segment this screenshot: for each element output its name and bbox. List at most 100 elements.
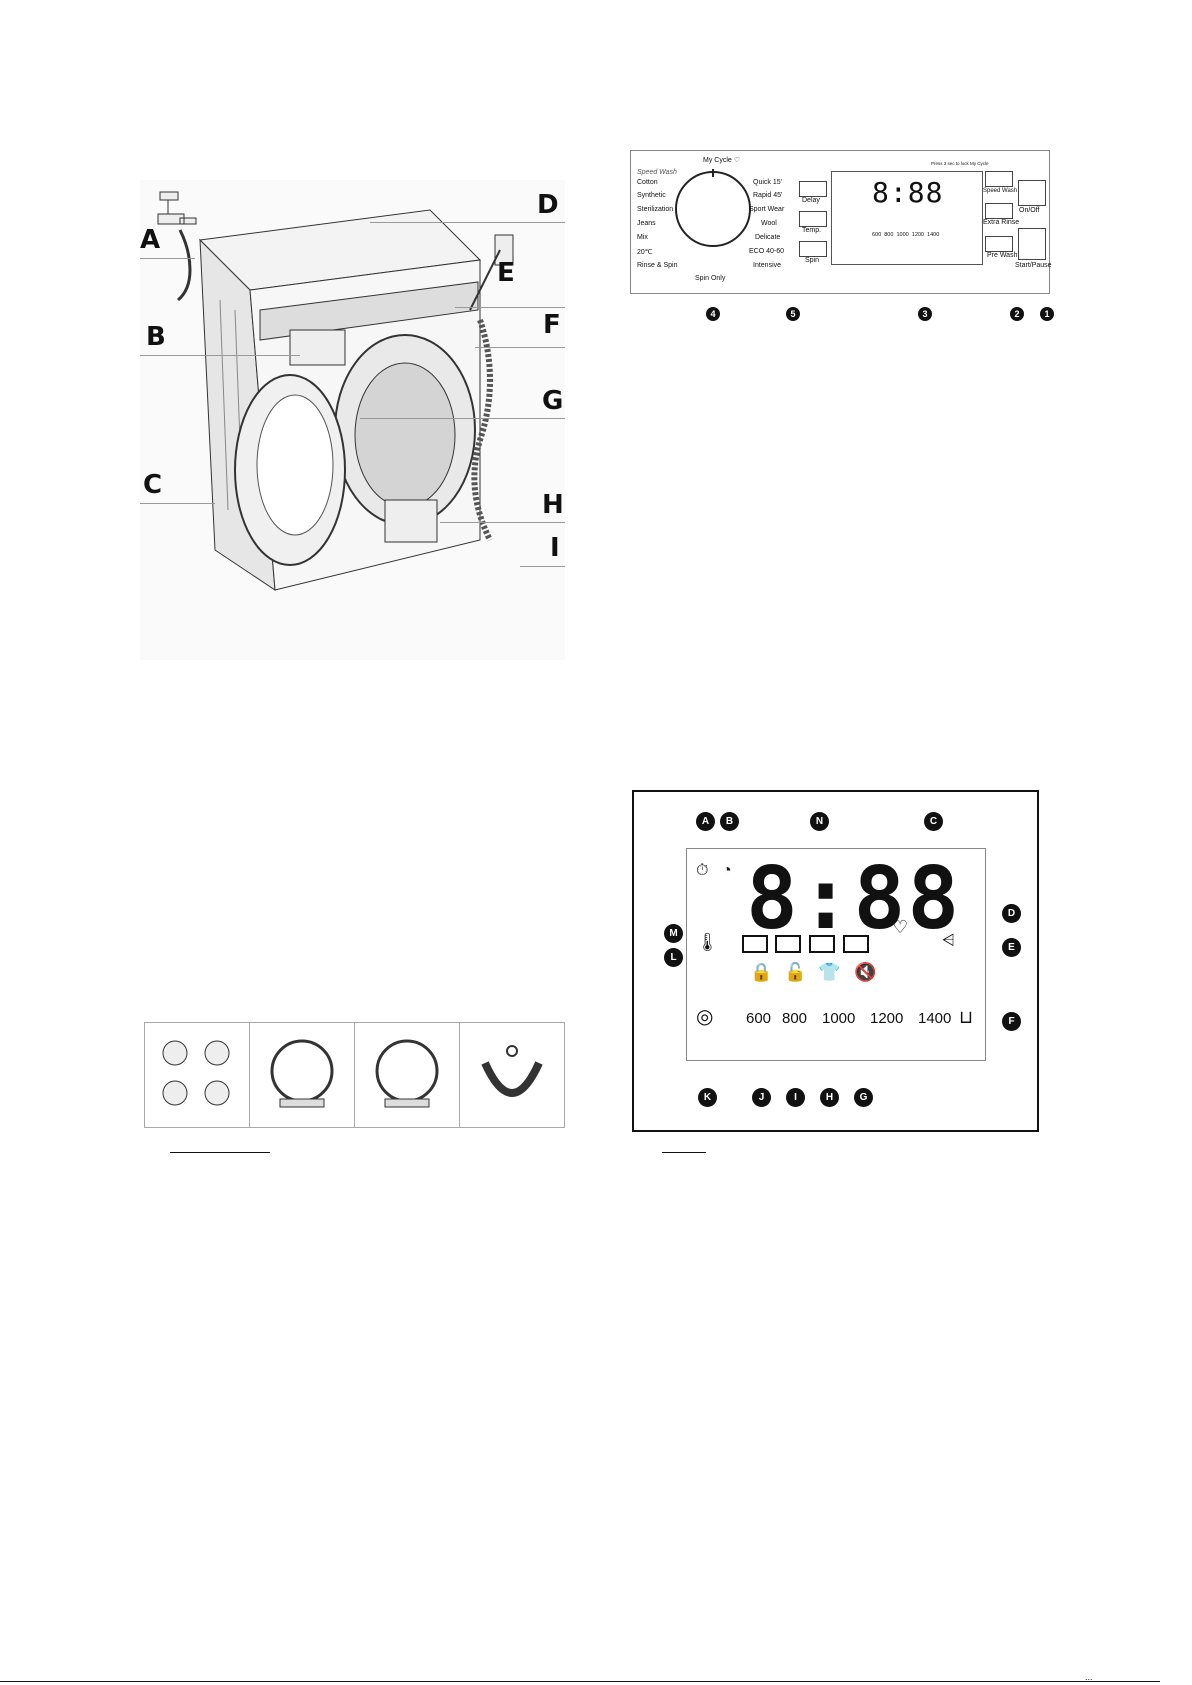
hose-coil-icon <box>270 1039 334 1108</box>
prewash-stage-icon <box>742 935 768 953</box>
extra-rinse-button[interactable] <box>985 203 1013 219</box>
delay-button[interactable] <box>799 181 827 197</box>
lcd-callout-c: C <box>924 812 943 831</box>
lcd-callout-n: N <box>810 812 829 831</box>
callout-b: B <box>146 322 166 352</box>
speed-wash-label: Speed Wash <box>637 169 677 176</box>
program-right-6: Intensive <box>753 262 782 269</box>
thermometer-icon: 🌡 <box>696 932 719 952</box>
callout-d: D <box>537 190 559 220</box>
speed-wash-button-label: Speed Wash ♡ <box>983 188 1025 194</box>
callout-e: E <box>497 258 515 288</box>
temp-button[interactable] <box>799 211 827 227</box>
callout-i: I <box>550 533 560 563</box>
wash-stage-icon <box>775 935 801 953</box>
lcd-callout-j: J <box>752 1088 771 1107</box>
lcd-speed-800: 800 <box>782 1010 808 1027</box>
leader-g <box>360 418 565 419</box>
dial-bottom-label: Spin Only <box>695 275 726 282</box>
program-right-4: Delicate <box>755 234 781 241</box>
panel-callout-2: 2 <box>1010 307 1024 321</box>
panel-display: 8:88 600 800 1000 1200 1400 <box>831 171 983 265</box>
program-left-3: Jeans <box>637 220 656 227</box>
program-right-0: Quick 15' <box>753 179 782 186</box>
rinse-stage-icon <box>809 935 835 953</box>
callout-g: G <box>542 386 564 416</box>
panel-callout-1: 1 <box>1040 307 1054 321</box>
washing-machine-figure <box>140 180 565 660</box>
lcd-speed-1400: 1400 <box>918 1010 952 1027</box>
extra-rinse-label: Extra Rinse <box>983 219 1020 226</box>
lcd-inner-frame <box>686 848 986 1061</box>
shirt-icon: 👕 <box>818 962 841 982</box>
callout-h: H <box>542 490 564 520</box>
lcd-callout-h: H <box>820 1088 839 1107</box>
pre-wash-button[interactable] <box>985 236 1013 252</box>
lcd-callout-e: E <box>1002 938 1021 957</box>
lcd-display-figure: 8:88 ⏱ ◔ ◔ ♡ ⩤ 🌡 🔒 🔓 👕 🔇 ◎ 600 800 1000 … <box>632 790 1039 1132</box>
program-left-4: Mix <box>637 234 648 241</box>
mute-icon: 🔇 <box>854 962 877 982</box>
accessory-inlet-hose-2 <box>354 1022 460 1128</box>
accessory-inlet-hose-1 <box>249 1022 355 1128</box>
spin-stage-icon <box>843 935 869 953</box>
control-panel-figure: My Cycle ♡ Speed Wash Cotton Synthetic S… <box>630 150 1050 294</box>
leader-i <box>520 566 565 567</box>
footer-rule <box>0 1681 1160 1682</box>
leader-e <box>455 307 565 308</box>
heart-icon: ♡ <box>892 917 909 937</box>
panel-callout-3: 3 <box>918 307 932 321</box>
callout-c: C <box>143 470 163 500</box>
pre-wash-label: Pre Wash <box>987 252 1018 259</box>
leader-a <box>140 258 195 259</box>
dial-top-label: My Cycle ♡ <box>703 157 740 164</box>
program-right-3: Wool <box>761 220 777 227</box>
u-bracket-icon <box>481 1045 543 1097</box>
on-off-label: On/Off <box>1019 207 1040 214</box>
drain-icon: ⊔ <box>959 1007 974 1027</box>
panel-callout-5: 5 <box>786 307 800 321</box>
extra-rinse-icon: ⩤ <box>942 932 955 949</box>
spin-spiral-icon: ◎ <box>696 1006 714 1028</box>
lcd-callout-g: G <box>854 1088 873 1107</box>
lcd-speed-1200: 1200 <box>870 1010 904 1027</box>
start-pause-label: Start/Pause <box>1015 262 1052 269</box>
temp-label: Temp. <box>802 227 822 234</box>
leader-h <box>440 522 565 523</box>
panel-display-digits: 8:88 <box>872 176 944 209</box>
lcd-callout-k: K <box>698 1088 717 1107</box>
hold-note: Press 3 sec to lock My Cycle <box>931 161 989 166</box>
program-left-5: 20℃ <box>637 249 653 256</box>
program-right-1: Rapid 45' <box>753 192 783 199</box>
delay-end-icon: ◔ <box>922 860 933 880</box>
speed-wash-button[interactable] <box>985 171 1013 187</box>
lock-icon: 🔒 <box>750 962 773 982</box>
accessory-feet-caps <box>144 1022 250 1128</box>
lcd-caption-underline <box>662 1152 706 1153</box>
callout-a: A <box>140 225 161 255</box>
on-off-button[interactable] <box>1018 180 1046 206</box>
spin-label: Spin <box>805 257 820 264</box>
program-right-5: ECO 40-60 <box>749 248 785 255</box>
footer-text: ... <box>1085 1672 1093 1682</box>
child-lock-icon: 🔓 <box>784 962 807 982</box>
feet-caps-icon <box>162 1040 230 1106</box>
accessories-caption-underline <box>170 1152 270 1153</box>
leader-d <box>370 222 565 223</box>
lcd-callout-i: I <box>786 1088 805 1107</box>
clock-icon: ◔ <box>722 862 732 879</box>
eco-clock-icon: ⏱ <box>696 862 709 879</box>
leader-b <box>140 355 300 356</box>
lcd-callout-a: A <box>696 812 715 831</box>
lcd-callout-b: B <box>720 812 739 831</box>
lcd-callout-l: L <box>664 948 683 967</box>
program-left-0: Cotton <box>637 179 658 186</box>
lcd-callout-m: M <box>664 924 683 943</box>
lcd-digits: 8:88 <box>746 849 962 949</box>
leader-c <box>140 503 215 504</box>
callout-f: F <box>543 310 561 340</box>
spin-button[interactable] <box>799 241 827 257</box>
washing-machine-illustration <box>140 180 565 660</box>
start-pause-button[interactable] <box>1018 228 1046 260</box>
program-dial-icon <box>675 169 751 247</box>
